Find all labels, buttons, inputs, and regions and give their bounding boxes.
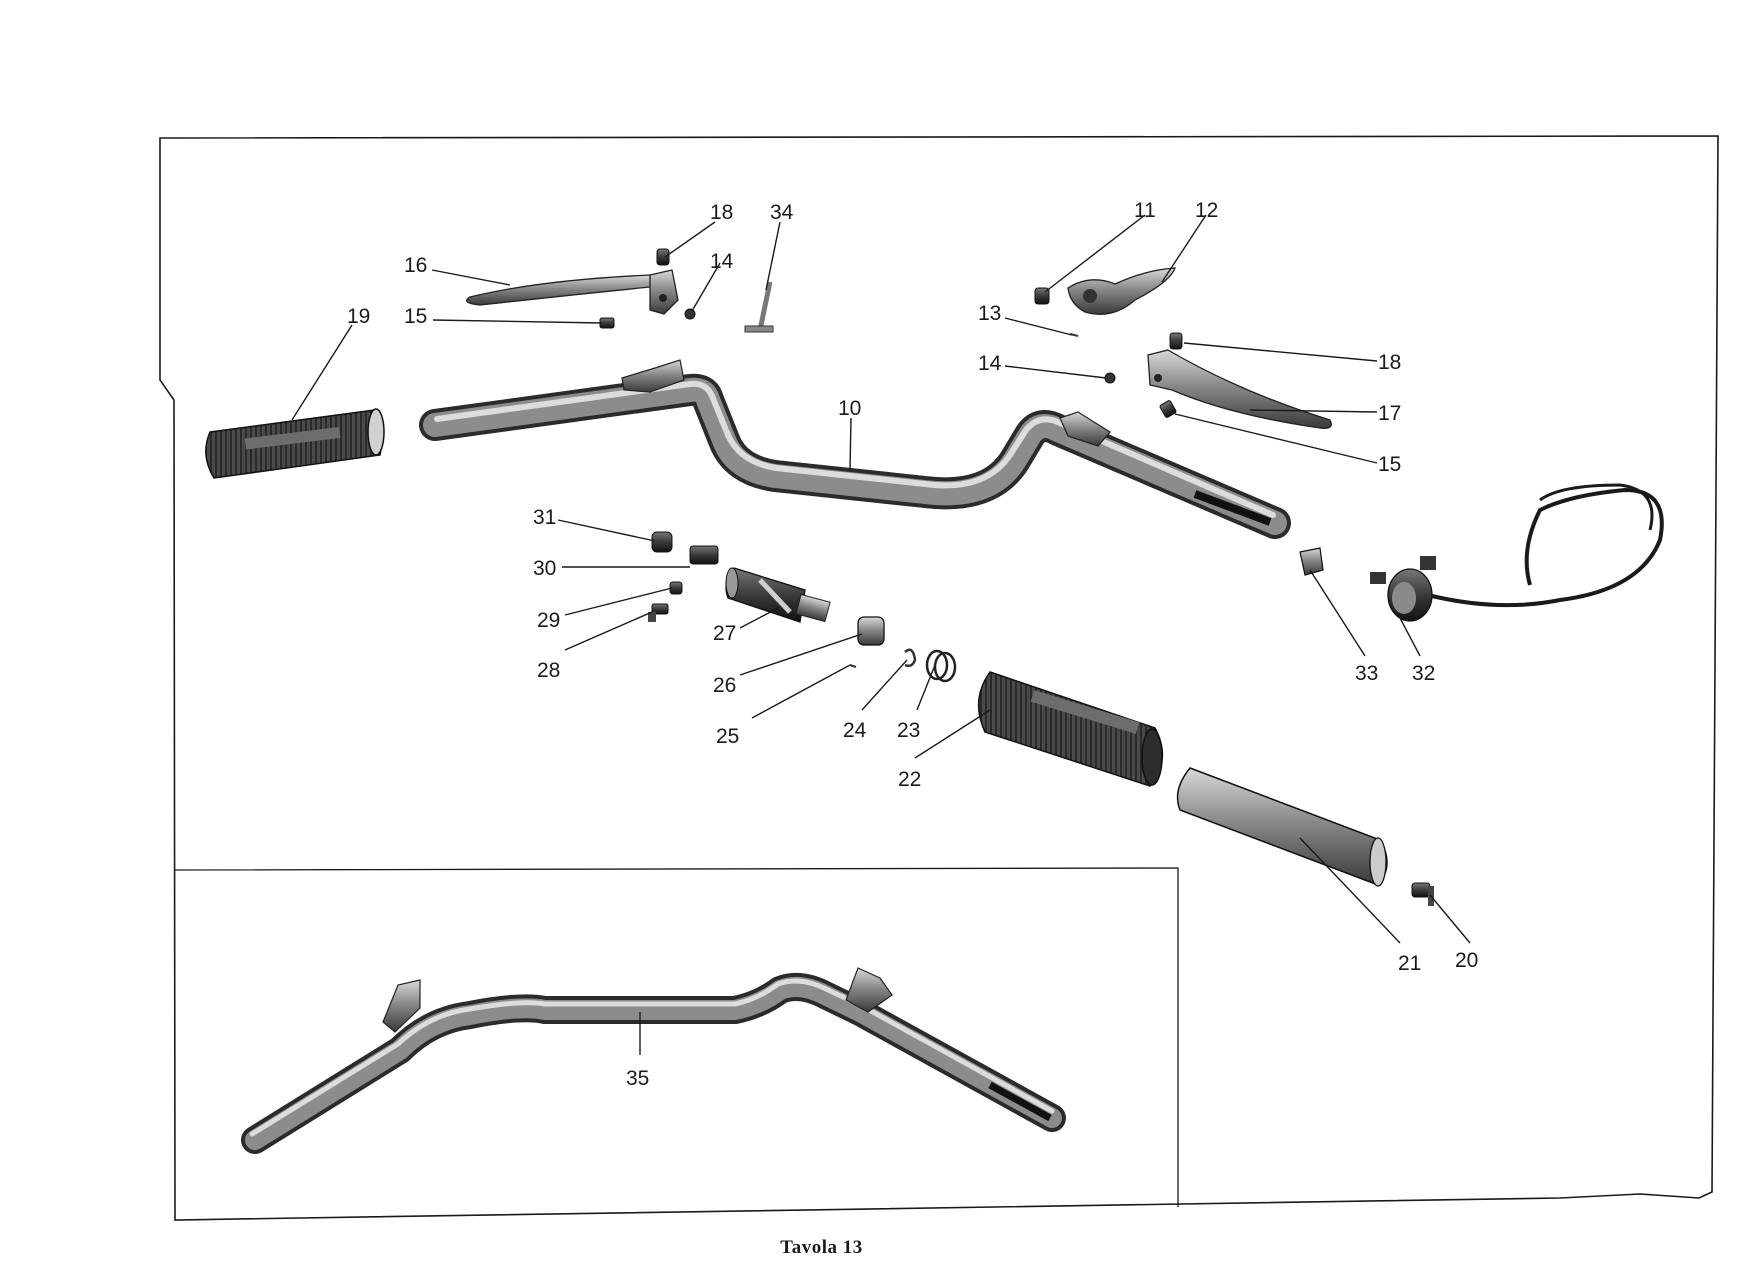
nut-left	[684, 308, 696, 320]
outer-frame	[159, 135, 1719, 1221]
screw	[648, 603, 669, 622]
label-17: 17	[1378, 402, 1401, 425]
pivot-bolt-left	[599, 317, 615, 329]
end-plug	[1411, 882, 1434, 906]
right-lever	[1147, 349, 1332, 429]
cable-guide	[689, 545, 719, 565]
label-10: 10	[838, 397, 861, 420]
label-26: 26	[713, 674, 736, 697]
label-31: 31	[533, 506, 556, 529]
label-14: 14	[978, 352, 1002, 375]
pin	[849, 664, 857, 668]
right-grip	[977, 671, 1164, 787]
label-22: 22	[898, 768, 921, 791]
label-35: 35	[626, 1067, 649, 1090]
label-18: 18	[710, 201, 733, 224]
throttle-drum	[725, 567, 831, 623]
label-16: 16	[404, 254, 427, 277]
label-28: 28	[537, 659, 560, 682]
nut-right	[1104, 372, 1116, 384]
inset-frame	[173, 867, 1179, 1207]
label-32: 32	[1412, 662, 1435, 685]
label-12: 12	[1195, 199, 1218, 222]
label-11: 11	[1134, 199, 1156, 222]
plate-caption: Tavola 13	[0, 1237, 1753, 1259]
label-20: 20	[1455, 949, 1478, 972]
leader-lines	[291, 214, 1471, 1055]
pivot-bolt-right	[1159, 400, 1177, 418]
label-18: 18	[1378, 351, 1401, 374]
label-33: 33	[1355, 662, 1378, 685]
alternative-handlebar	[241, 967, 1066, 1154]
label-34: 34	[770, 201, 794, 224]
cable-adjuster-left	[656, 248, 670, 266]
cable-pin	[744, 281, 774, 333]
label-23: 23	[897, 719, 920, 742]
cap-nut	[651, 531, 673, 553]
cable-adjuster-right	[1169, 332, 1183, 350]
handlebar	[419, 359, 1291, 539]
label-19: 19	[347, 305, 370, 328]
label-14: 14	[710, 250, 734, 273]
label-27: 27	[713, 622, 736, 645]
label-13: 13	[978, 302, 1001, 325]
circlip	[904, 648, 917, 668]
label-25: 25	[716, 725, 739, 748]
label-30: 30	[533, 557, 556, 580]
switch	[1370, 483, 1664, 622]
spring	[925, 649, 957, 683]
throttle-sleeve	[1176, 767, 1388, 887]
label-15: 15	[1378, 453, 1401, 476]
label-15: 15	[404, 305, 427, 328]
caption-text: Tavola 13	[780, 1237, 863, 1258]
left-grip	[205, 408, 385, 479]
label-29: 29	[537, 609, 560, 632]
label-24: 24	[843, 719, 867, 742]
left-lever	[466, 269, 679, 315]
part-labels: 19 16 15 18 14 34 11 12 13 14 18 17 15 1…	[347, 199, 1478, 1090]
right-lever-bracket	[1067, 267, 1176, 315]
label-21: 21	[1398, 952, 1421, 975]
clamp	[1299, 547, 1324, 576]
bushing	[857, 616, 885, 646]
